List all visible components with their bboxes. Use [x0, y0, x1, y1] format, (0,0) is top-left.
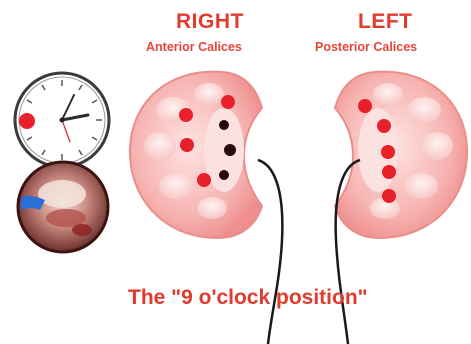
caption: The "9 o'clock position": [128, 287, 368, 308]
left-label: LEFT: [358, 11, 413, 32]
left-sub-label: Posterior Calices: [315, 41, 417, 54]
right-sub-label: Anterior Calices: [146, 41, 242, 54]
left-kidney: [335, 72, 467, 238]
right-ureter: [258, 160, 282, 344]
endoscopic-view-image: [18, 162, 108, 252]
right-kidney: [130, 72, 262, 238]
right-label: RIGHT: [176, 11, 244, 32]
clock-icon: [15, 73, 109, 167]
